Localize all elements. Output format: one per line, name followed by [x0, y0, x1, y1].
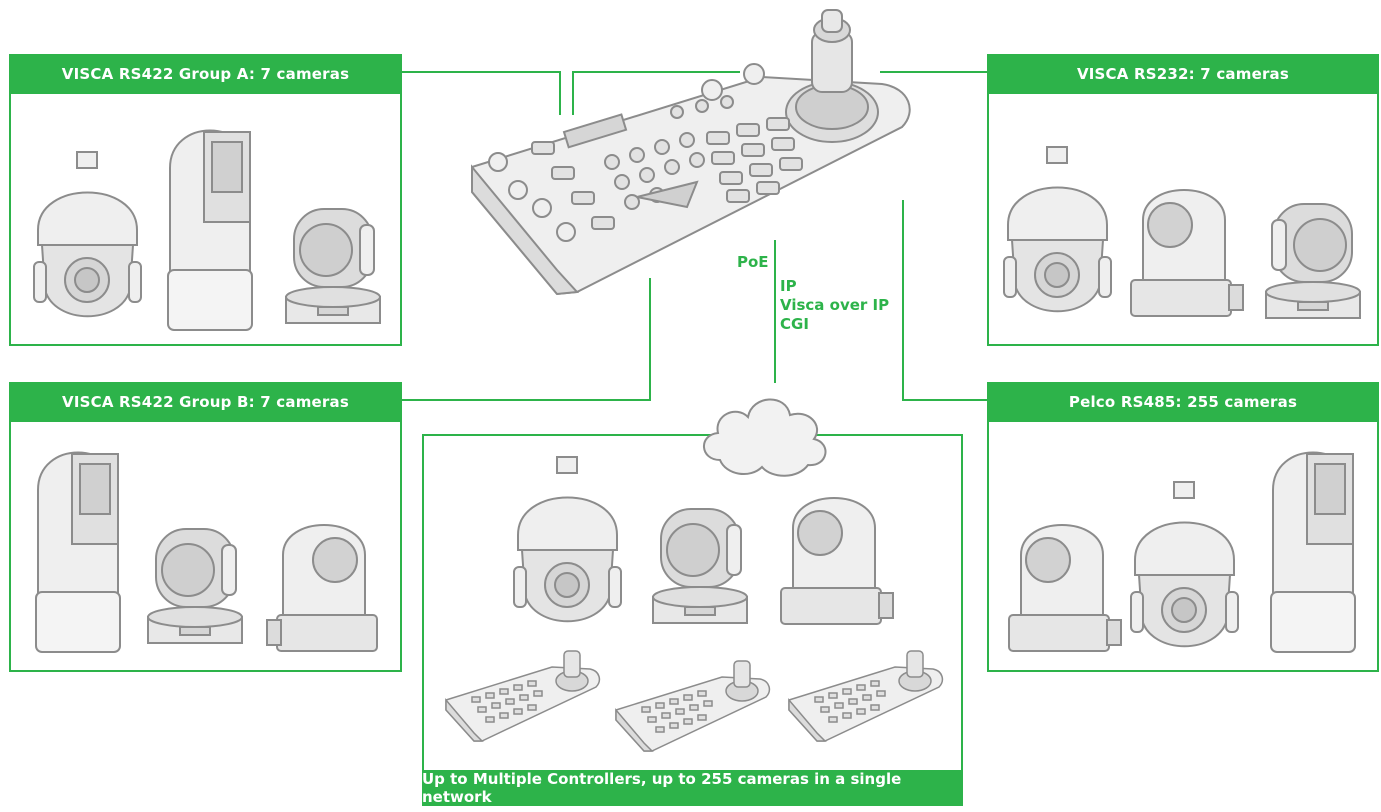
protocol-label-ip: IP: [780, 277, 797, 295]
protocol-label-visca-over-ip: Visca over IP: [780, 296, 890, 314]
ptz-camera-icon: [1008, 524, 1122, 652]
line-controller-top: [572, 71, 740, 115]
group-title: VISCA RS422 Group A: 7 cameras: [9, 54, 402, 94]
cloud-icon: [703, 398, 827, 477]
compact-ptz-camera-icon: [147, 528, 243, 644]
group-title: Pelco RS485: 255 cameras: [987, 382, 1379, 422]
ptz-camera-icon: [1130, 189, 1244, 317]
line-rs422a: [402, 71, 561, 115]
ptz-controller-icon: [788, 650, 944, 742]
dome-camera-icon: [33, 151, 142, 318]
line-pelco: [902, 200, 987, 401]
bullet-camera-icon: [35, 451, 121, 653]
ptz-controller-icon[interactable]: [462, 2, 922, 302]
compact-ptz-camera-icon: [1265, 203, 1361, 319]
protocol-label-cgi: CGI: [780, 315, 809, 333]
ptz-camera-icon: [266, 524, 378, 652]
dome-camera-icon: [1130, 481, 1239, 648]
group-footer: Up to Multiple Controllers, up to 255 ca…: [422, 770, 963, 806]
bullet-camera-icon: [167, 129, 253, 331]
group-title: VISCA RS232: 7 cameras: [987, 54, 1379, 94]
protocol-label-poe: PoE: [737, 253, 769, 271]
dome-camera-icon: [513, 456, 622, 623]
compact-ptz-camera-icon: [285, 208, 381, 324]
line-rs422b: [402, 278, 651, 401]
bullet-camera-icon: [1270, 451, 1356, 653]
ptz-controller-icon: [445, 650, 601, 742]
ptz-controller-icon: [615, 660, 771, 752]
compact-ptz-camera-icon: [652, 508, 748, 624]
dome-camera-icon: [1003, 146, 1112, 313]
ptz-camera-icon: [780, 497, 894, 625]
group-title: VISCA RS422 Group B: 7 cameras: [9, 382, 402, 422]
